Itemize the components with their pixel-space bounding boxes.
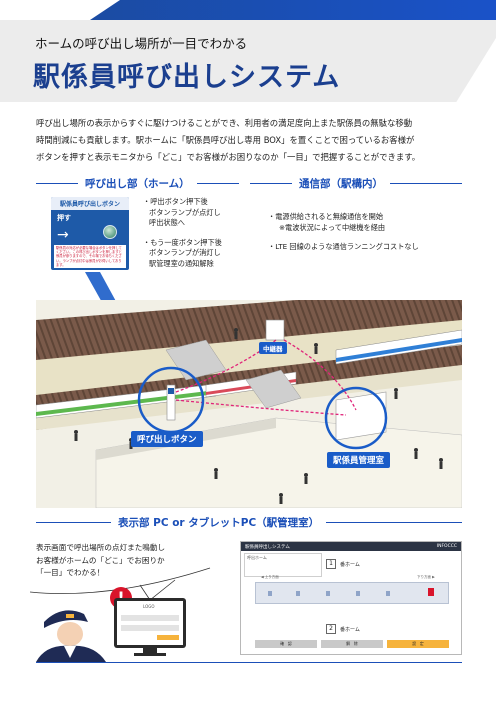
top-band xyxy=(0,0,496,20)
heading-rule xyxy=(250,182,292,185)
staff-cap xyxy=(44,610,88,628)
relay-callout: 中継器 xyxy=(259,342,287,354)
bottom-rule xyxy=(36,662,462,663)
office-highlight-circle xyxy=(324,386,388,450)
platform-1-label: 番ホーム xyxy=(340,562,360,568)
settings-button[interactable]: 設 定 xyxy=(387,640,449,648)
intro-line: ボタンを押すと表示モニタから「どこ」でお客様がお困りなのか「一目」で把握すること… xyxy=(36,152,421,162)
panel-push-label: 押す xyxy=(57,214,71,222)
call-point[interactable] xyxy=(268,591,272,596)
monitor-base xyxy=(134,653,166,656)
screen-button-row: 確 認 解 除 設 定 xyxy=(255,640,449,648)
staff-face xyxy=(57,622,83,646)
page-title: 駅係員呼び出しシステム xyxy=(33,62,341,93)
intro-line: 呼び出し場所の表示からすぐに駆けつけることができ、利用者の満足度向上また駅係員の… xyxy=(36,118,413,128)
arrow-right-icon: → xyxy=(57,227,69,243)
note-line: ボタンランプが消灯し xyxy=(149,248,221,257)
monitor-orange-button xyxy=(157,635,179,640)
heading-rule xyxy=(36,521,111,524)
screen-titlebar: 駅係員呼出しシステム INFOCCC xyxy=(241,542,461,551)
signal-line xyxy=(175,399,347,416)
signal-line xyxy=(283,339,357,411)
heading-rule xyxy=(196,182,239,185)
relay-unit xyxy=(265,319,285,341)
call-post-panel xyxy=(168,388,174,394)
section-heading-comm: 通信部（駅構内） xyxy=(250,176,462,191)
direction-left: ◀ 上り方面 xyxy=(261,575,279,579)
call-point[interactable] xyxy=(386,591,390,596)
platform-1-num: 1 xyxy=(326,559,336,569)
speech-line: お客様がホームの「どこ」でお困りか xyxy=(36,555,165,565)
office-callout: 駅係員管理室 xyxy=(327,452,391,468)
call-point[interactable] xyxy=(296,591,300,596)
call-notes: ・呼出ボタン押下後 ボタンランプが点灯し 呼出状態へ ・もう一度ボタン押下後 ボ… xyxy=(143,197,222,269)
call-button-knob[interactable] xyxy=(103,225,117,239)
release-button[interactable]: 解 除 xyxy=(321,640,383,648)
heading-text: 表示部 PC or タブレットPC（駅管理室） xyxy=(118,517,320,529)
screen-brand: INFOCCC xyxy=(436,544,457,549)
call-button-panel: 駅係員呼び出しボタン 押す → 駅係員の対応が必要な場合はボタンを押してください… xyxy=(51,197,129,270)
note-line: 呼出状態へ xyxy=(149,218,185,227)
staff-collar xyxy=(64,646,76,658)
note-line: ・LTE 回線のような通信ランニングコストなし xyxy=(268,242,419,251)
heading-rule xyxy=(390,182,462,185)
section-heading-call: 呼び出し部（ホーム） xyxy=(36,176,239,191)
heading-rule xyxy=(36,182,78,185)
speech-line: 「一目」でわかる！ xyxy=(36,568,105,577)
heading-text: 通信部（駅構内） xyxy=(299,178,383,190)
monitor-row xyxy=(121,615,179,621)
call-point[interactable] xyxy=(356,591,360,596)
note-line: ・呼出ボタン押下後 xyxy=(143,197,208,206)
monitor-logo: LOGO xyxy=(143,604,155,609)
screen-mock: 駅係員呼出しシステム INFOCCC 呼出ホーム 1 番ホーム ◀ 上り方面 下… xyxy=(240,541,462,655)
bubble-tail xyxy=(139,579,176,601)
monitor-row xyxy=(121,625,179,631)
intro-text: 呼び出し場所の表示からすぐに駆けつけることができ、利用者の満足度向上また駅係員の… xyxy=(36,115,466,166)
comm-notes: ・電源供給されると無線通信を開始 ※電波状況によって中継機を経由 ・LTE 回線… xyxy=(268,212,419,253)
intro-line: 時間削減にも貢献します。駅ホームに「駅係員呼び出し専用 BOX」を置くことで困っ… xyxy=(36,135,415,145)
confirm-button[interactable]: 確 認 xyxy=(255,640,317,648)
office-box xyxy=(335,391,387,441)
call-post xyxy=(166,384,176,421)
note-line: ※電波状況によって中継機を経由 xyxy=(279,222,386,232)
monitor: LOGO xyxy=(114,598,186,648)
page-subtitle: ホームの呼び出し場所が一目でわかる xyxy=(35,36,248,51)
screen-subpanel: 呼出ホーム xyxy=(244,553,322,577)
screen-title: 駅係員呼出しシステム xyxy=(245,545,290,550)
cap-badge xyxy=(66,614,74,618)
speech-line: 表示画面で呼出場所の点灯また鳴動し xyxy=(36,543,166,552)
note-line: ・電源供給されると無線通信を開始 xyxy=(268,212,384,221)
train-blue-stripe xyxy=(336,338,462,362)
platform-2-num: 2 xyxy=(326,624,336,634)
call-point-active[interactable] xyxy=(428,588,434,596)
monitor-stand xyxy=(143,648,157,654)
stairs-right xyxy=(245,369,302,409)
staff-figure xyxy=(36,610,106,662)
station-illustration: 中継器 呼び出しボタン 駅係員管理室 xyxy=(36,300,462,508)
panel-warning: 駅係員の対応が必要な場合はボタンを押してください。この呼び出しボタンを押しますと… xyxy=(54,244,126,268)
people-group xyxy=(74,328,443,504)
speech-text: 表示画面で呼出場所の点灯また鳴動し お客様がホームの「どこ」でお困りか 「一目」… xyxy=(36,542,186,580)
platform-map xyxy=(255,582,449,604)
note-line: 駅管理室の通知解除 xyxy=(149,258,214,268)
heading-rule xyxy=(326,521,462,524)
section-heading-display: 表示部 PC or タブレットPC（駅管理室） xyxy=(36,515,462,530)
panel-title: 駅係員呼び出しボタン xyxy=(51,197,129,210)
monitor-screen: LOGO xyxy=(117,601,183,645)
call-point[interactable] xyxy=(326,591,330,596)
note-line: ・もう一度ボタン押下後 xyxy=(143,237,222,247)
heading-text: 呼び出し部（ホーム） xyxy=(85,178,190,190)
top-corner xyxy=(0,0,120,20)
header-band xyxy=(0,20,496,102)
direction-right: 下り方面 ▶ xyxy=(417,575,435,579)
note-line: ボタンランプが点灯し xyxy=(149,207,221,217)
call-button-callout: 呼び出しボタン xyxy=(131,431,203,447)
platform-2-label: 番ホーム xyxy=(340,627,360,633)
station-svg xyxy=(36,300,462,508)
